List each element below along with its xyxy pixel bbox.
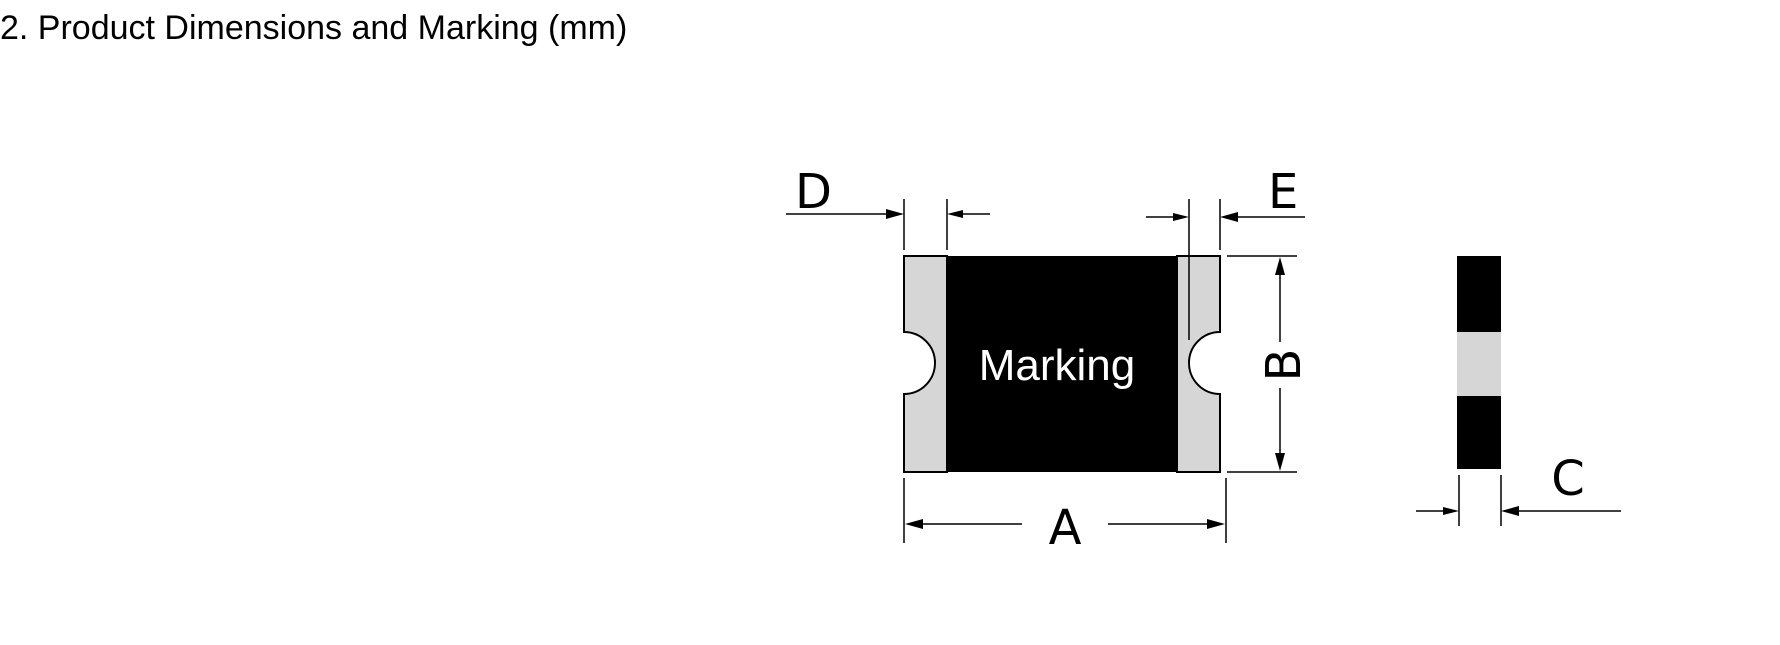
dimension-c-label: C [1551, 451, 1585, 507]
chip-side-view [1457, 256, 1501, 469]
marking-label: Marking [979, 341, 1136, 390]
dimension-c-arrow-left [1443, 507, 1459, 515]
chip-top-view: Marking [903, 255, 1221, 473]
dimension-e-arrow-left [1173, 213, 1189, 221]
side-view-body-top [1457, 256, 1501, 332]
dimension-b [1227, 255, 1297, 473]
section-heading: 2. Product Dimensions and Marking (mm) [0, 9, 628, 47]
dimension-b-arrow-top [1275, 257, 1285, 275]
dimension-c-arrow-right [1501, 506, 1519, 516]
dimension-d-arrow-right [947, 210, 963, 218]
dimension-b-arrow-bottom [1275, 453, 1285, 471]
side-view-terminal [1457, 332, 1501, 396]
dimension-d-label: D [795, 164, 832, 220]
dimension-d-arrow-left [886, 209, 904, 219]
dimension-a-arrow-right [1207, 519, 1225, 529]
dimension-e [1146, 199, 1305, 340]
dimension-d [786, 199, 990, 250]
chip-body [947, 256, 1177, 472]
dimension-a-arrow-left [905, 519, 923, 529]
side-view-body-bottom [1457, 396, 1501, 469]
dimension-a-label: A [1049, 500, 1082, 556]
right-terminal [1176, 255, 1221, 473]
dimension-e-label: E [1268, 164, 1298, 220]
left-terminal [903, 255, 948, 473]
dimension-a [903, 478, 1227, 543]
dimension-e-arrow-right [1220, 212, 1238, 222]
dimension-b-label: B [1256, 349, 1312, 382]
dimension-c [1416, 475, 1621, 526]
